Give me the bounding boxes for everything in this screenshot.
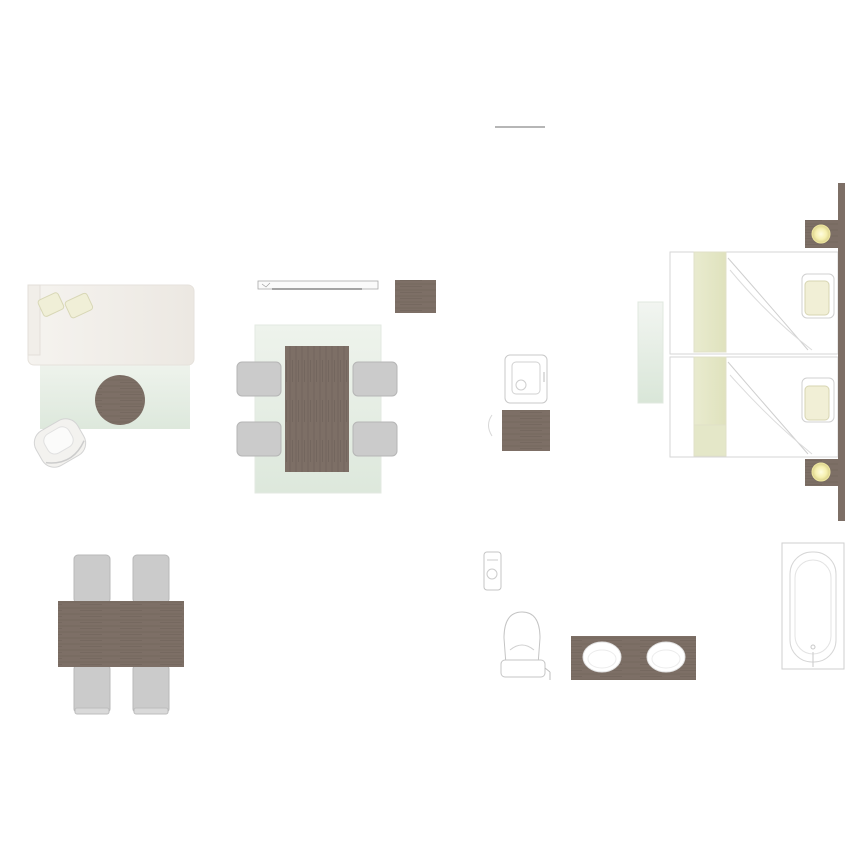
cabinet-icon xyxy=(488,410,550,451)
cabinet-icon xyxy=(395,280,436,313)
panel-icon xyxy=(637,301,664,404)
lamp-icon xyxy=(805,459,838,486)
sink-icon xyxy=(571,636,696,680)
dining-table-icon xyxy=(58,554,184,715)
fridge-icon xyxy=(504,354,548,404)
sofa-icon xyxy=(27,284,195,366)
bed-icon xyxy=(669,251,839,458)
round-table-icon xyxy=(95,375,145,425)
bidet-icon xyxy=(483,551,502,591)
bathtub-icon xyxy=(781,542,845,670)
toilet-icon xyxy=(500,611,551,680)
armchair-icon xyxy=(33,418,87,468)
tv-console-icon xyxy=(257,280,379,290)
lamp-icon xyxy=(805,220,838,248)
bedroom-wall xyxy=(838,183,845,521)
dining-table-icon xyxy=(236,324,398,494)
